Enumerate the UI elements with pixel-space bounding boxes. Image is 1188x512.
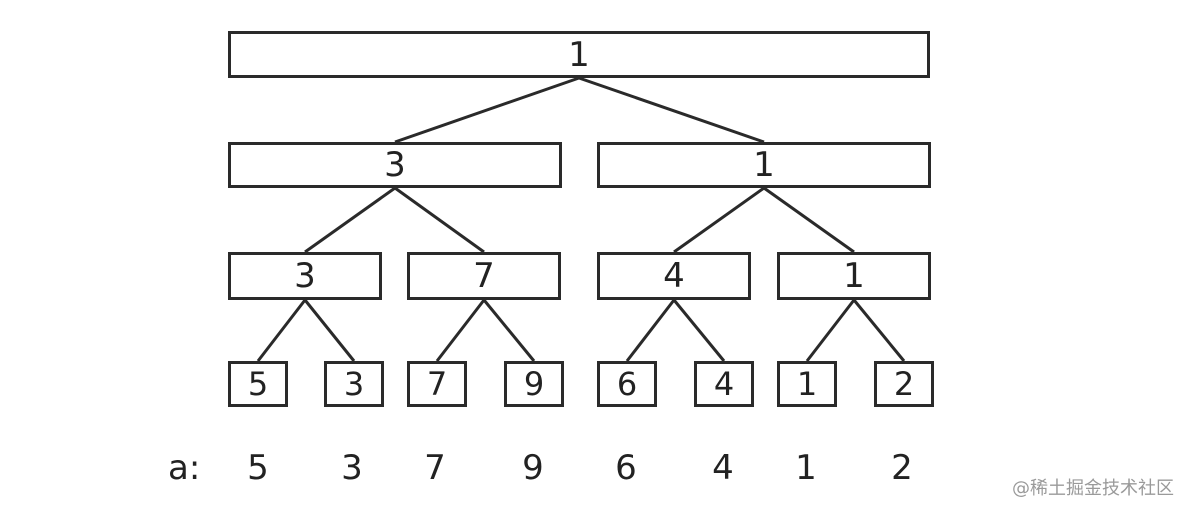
array-value: 1 xyxy=(795,448,817,488)
node-value: 1 xyxy=(568,34,590,75)
tree-node: 3 xyxy=(228,142,562,188)
node-value: 2 xyxy=(893,365,915,403)
node-value: 4 xyxy=(713,365,735,403)
tree-node: 1 xyxy=(777,252,931,300)
node-value: 7 xyxy=(426,365,448,403)
node-value: 5 xyxy=(247,365,269,403)
node-value: 3 xyxy=(343,365,365,403)
array-value: 5 xyxy=(247,448,269,488)
tree-edge xyxy=(482,299,536,362)
array-value: 3 xyxy=(341,448,363,488)
leaf-node: 6 xyxy=(597,361,657,407)
tree-edge xyxy=(304,186,396,254)
leaf-node: 7 xyxy=(407,361,467,407)
node-value: 9 xyxy=(523,365,545,403)
tree-edge xyxy=(303,299,356,362)
watermark: @稀土掘金技术社区 xyxy=(1012,478,1174,499)
tree-edge xyxy=(673,186,765,254)
array-value: 4 xyxy=(712,448,734,488)
node-value: 3 xyxy=(384,145,406,185)
node-value: 4 xyxy=(663,256,685,296)
array-label: a: xyxy=(168,448,201,488)
tree-edge xyxy=(578,76,765,144)
tree-edge xyxy=(256,299,307,362)
tree-node: 7 xyxy=(407,252,561,300)
node-value: 1 xyxy=(753,145,775,185)
node-value: 1 xyxy=(843,256,865,296)
tree-edge xyxy=(394,76,580,144)
leaf-node: 3 xyxy=(324,361,384,407)
tree-node: 4 xyxy=(597,252,751,300)
tree-node: 1 xyxy=(228,31,930,78)
leaf-node: 5 xyxy=(228,361,288,407)
leaf-node: 1 xyxy=(777,361,837,407)
node-value: 7 xyxy=(473,256,495,296)
node-value: 3 xyxy=(294,256,316,296)
tree-edge xyxy=(763,186,855,254)
node-value: 6 xyxy=(616,365,638,403)
tree-edge xyxy=(805,299,856,362)
tree-edge xyxy=(435,299,486,362)
tree-edge xyxy=(394,186,485,254)
leaf-node: 9 xyxy=(504,361,564,407)
leaf-node: 4 xyxy=(694,361,754,407)
tree-node: 1 xyxy=(597,142,931,188)
node-value: 1 xyxy=(796,365,818,403)
tree-edge xyxy=(852,299,906,362)
array-value: 2 xyxy=(891,448,913,488)
tree-edge xyxy=(672,299,726,362)
array-value: 6 xyxy=(615,448,637,488)
tree-edge xyxy=(625,299,676,362)
array-value: 7 xyxy=(424,448,446,488)
tree-node: 3 xyxy=(228,252,382,300)
leaf-node: 2 xyxy=(874,361,934,407)
array-value: 9 xyxy=(522,448,544,488)
